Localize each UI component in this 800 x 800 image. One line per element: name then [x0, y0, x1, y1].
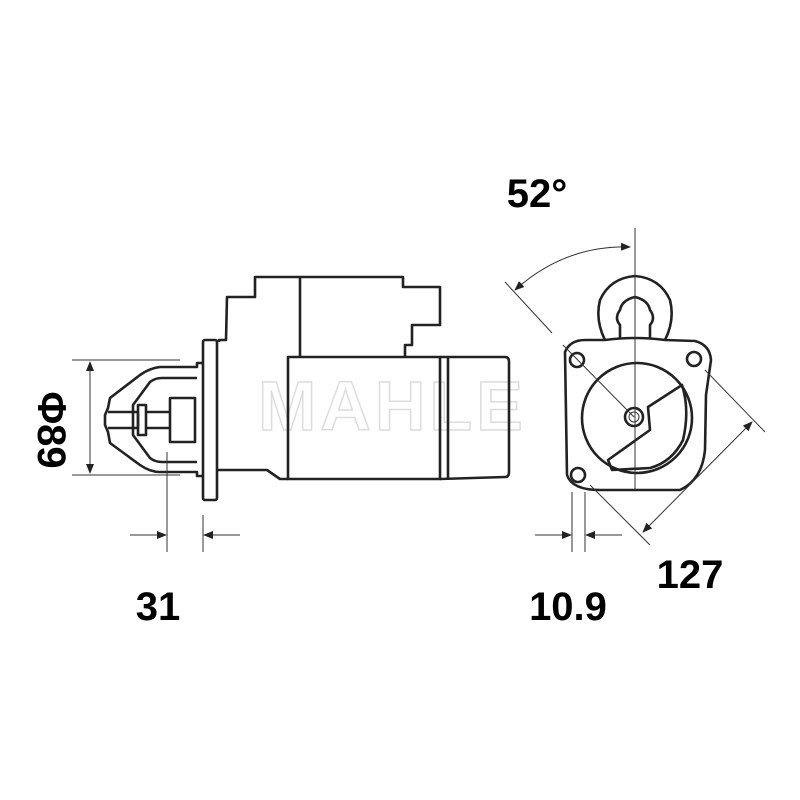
- dimension-angle: 52°: [504, 172, 631, 334]
- pilot-length-label: 31: [136, 585, 181, 629]
- motor-housing-circle: [580, 361, 694, 475]
- end-view: [562, 228, 713, 492]
- side-view: [103, 275, 511, 502]
- mounting-flange: [201, 338, 219, 502]
- motor-body: [286, 355, 442, 481]
- dimension-pilot-length: 31: [130, 452, 240, 629]
- end-flange: [563, 336, 713, 492]
- bolt-hole-top-right: [685, 350, 703, 368]
- dimension-bolt-spacing: 127: [589, 369, 766, 597]
- watermark-logo: MAHLE: [258, 367, 527, 445]
- bolt-hole-bottom-left: [569, 466, 587, 484]
- pinion-collar: [136, 403, 148, 437]
- nose-inner: [131, 376, 197, 464]
- dimension-diameter: Φ89: [29, 359, 180, 476]
- diameter-label: Φ89: [29, 391, 73, 468]
- bolt-hole-top-left: [568, 351, 586, 369]
- drive-housing: [217, 468, 288, 481]
- shaft-end: [623, 406, 645, 428]
- solenoid-outline: [217, 275, 442, 356]
- dimension-flange-thickness: 10.9: [529, 492, 622, 629]
- angle-label: 52°: [507, 172, 568, 216]
- pinion-gear: [168, 396, 197, 444]
- flange-thickness-label: 10.9: [529, 585, 607, 629]
- bolt-spacing-label: 127: [657, 553, 724, 597]
- pinion-nose: [103, 361, 203, 478]
- brush-cap: [439, 355, 511, 481]
